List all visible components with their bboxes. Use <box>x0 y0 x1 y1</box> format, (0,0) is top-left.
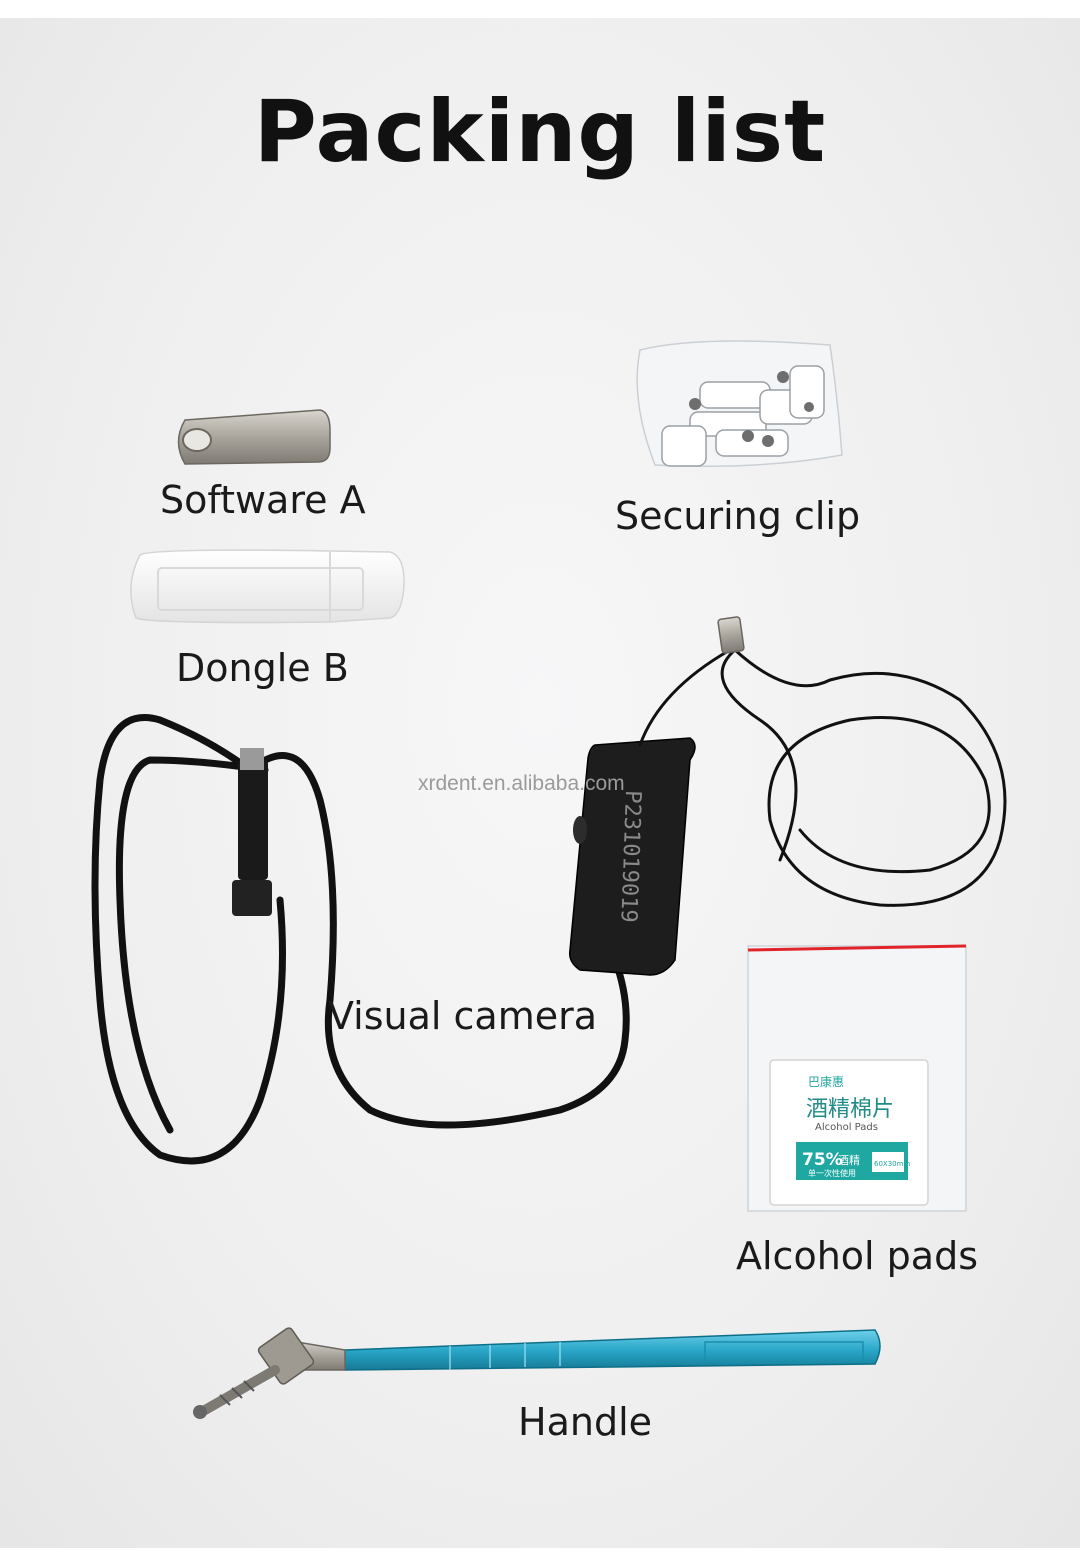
usb-cable <box>91 714 630 1165</box>
label-securing-clip: Securing clip <box>615 494 861 538</box>
camera-control-box: P231019019 <box>568 737 696 976</box>
alcohol-pads-bag: 巴康惠 酒精棉片 Alcohol Pads 75% 酒精 单一次性使用 60X3… <box>747 944 967 1212</box>
dongle-device <box>130 549 405 624</box>
label-alcohol-pads: Alcohol pads <box>736 1234 978 1278</box>
watermark-text: xrdent.en.alibaba.com <box>418 772 625 795</box>
label-dongle: Dongle B <box>176 646 349 690</box>
securing-clip-bag <box>636 340 843 467</box>
usb-plug <box>232 748 272 916</box>
page-title: Packing list <box>253 82 827 182</box>
product-photo <box>0 18 1080 1548</box>
camera-cable <box>638 648 1007 907</box>
pad-name-cn: 酒精棉片 <box>806 1097 894 1122</box>
pad-percent-label: 酒精 <box>838 1154 860 1167</box>
pad-name-en: Alcohol Pads <box>815 1122 878 1133</box>
pad-subtitle: 单一次性使用 <box>808 1168 856 1178</box>
usb-flash-drive <box>177 409 331 465</box>
dental-handle <box>193 1327 881 1419</box>
label-handle: Handle <box>518 1400 653 1444</box>
label-visual-camera: Visual camera <box>328 994 598 1038</box>
pad-percent: 75% <box>802 1150 843 1170</box>
pad-brand: 巴康惠 <box>808 1074 844 1089</box>
pad-size: 60X30mm <box>874 1160 910 1168</box>
label-software: Software A <box>160 478 366 522</box>
camera-serial: P231019019 <box>615 790 645 923</box>
camera-lens-tip <box>717 616 745 654</box>
